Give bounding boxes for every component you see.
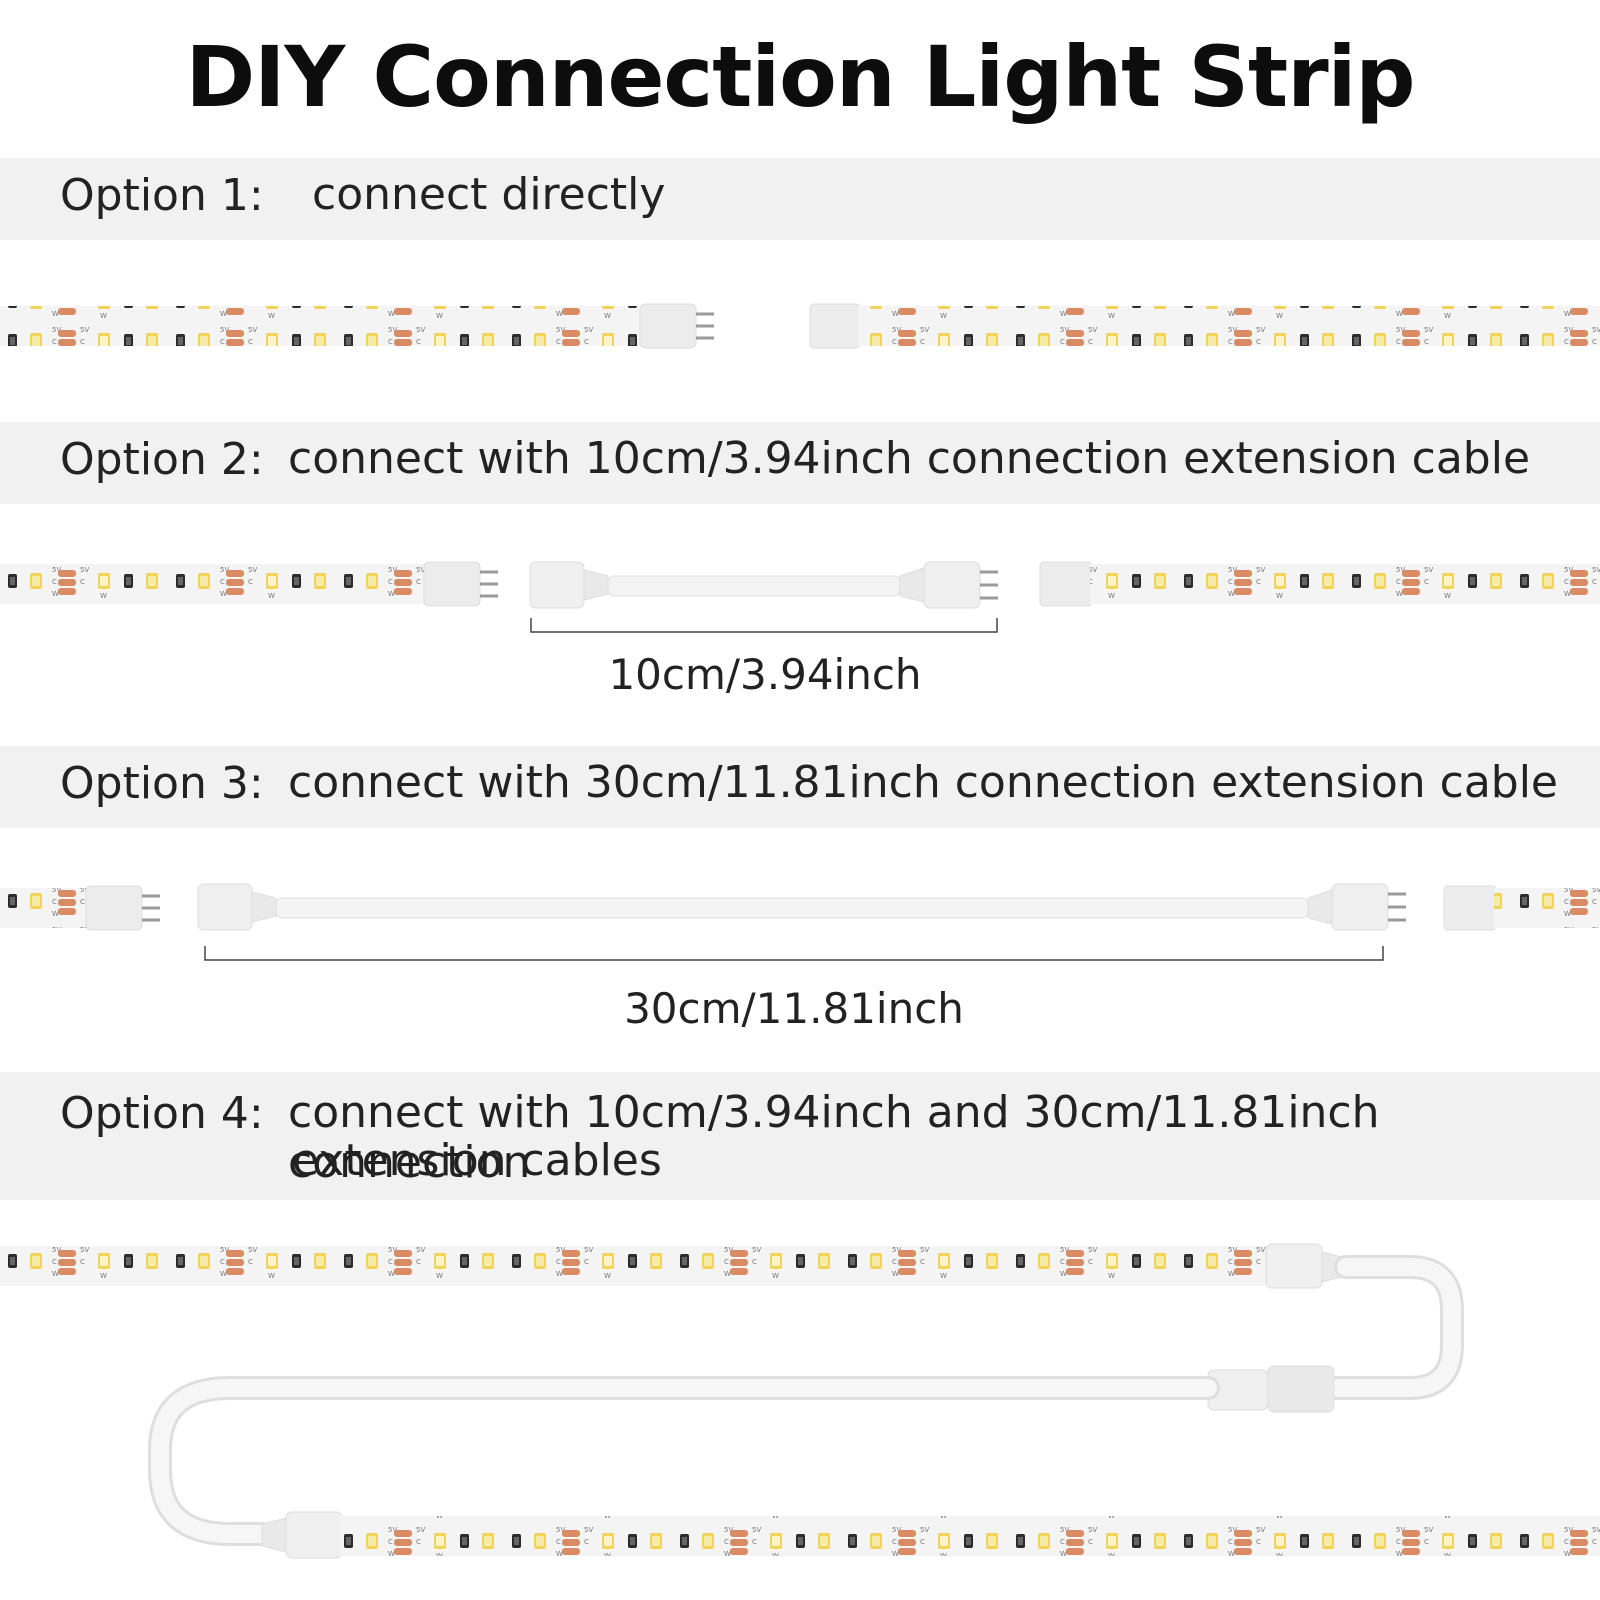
option-1-illustration — [0, 303, 1600, 349]
male-connector — [639, 303, 697, 349]
led-strip — [858, 306, 1600, 346]
option-2-illustration — [0, 561, 1600, 633]
male-connector — [85, 885, 143, 931]
led-strip — [340, 1516, 1600, 1556]
option-2-band: Option 2: connect with 10cm/3.94inch con… — [0, 422, 1600, 504]
option-3-illustration — [0, 883, 1600, 961]
cable-30cm-length-label: 30cm/11.81inch — [624, 984, 964, 1033]
female-connector — [1443, 885, 1497, 931]
led-strip — [0, 1246, 1270, 1286]
option-2-text: connect with 10cm/3.94inch connection ex… — [288, 433, 1531, 484]
female-connector — [809, 303, 861, 349]
female-connector — [1265, 1243, 1323, 1289]
option-2-label: Option 2: — [60, 434, 264, 485]
connector-pins — [142, 894, 160, 922]
inline-connector — [1267, 1365, 1335, 1413]
option-4-illustration — [0, 1243, 1600, 1559]
male-connector — [285, 1511, 343, 1559]
extension-cable-30cm — [197, 883, 1406, 931]
led-strip — [1494, 888, 1600, 928]
led-strip — [0, 564, 430, 604]
connector-pins — [480, 570, 498, 598]
option-4-band: Option 4: connect with 10cm/3.94inch and… — [0, 1072, 1600, 1200]
option-4-text-line2: extension cables — [292, 1135, 662, 1186]
connector-pins — [696, 312, 714, 340]
cable-10cm-length-label: 10cm/3.94inch — [608, 650, 922, 699]
option-3-label: Option 3: — [60, 758, 264, 809]
page-title: DIY Connection Light Strip — [185, 28, 1415, 126]
dimension-bracket — [530, 618, 998, 633]
option-4-text-line1: connect with 10cm/3.94inch and 30cm/11.8… — [288, 1087, 1380, 1188]
extension-cable-10cm — [529, 561, 998, 609]
male-connector — [423, 561, 481, 607]
led-strip — [1090, 564, 1600, 604]
led-strip — [0, 306, 650, 346]
dimension-bracket — [204, 946, 1384, 961]
option-3-band: Option 3: connect with 30cm/11.81inch co… — [0, 746, 1600, 828]
option-3-text: connect with 30cm/11.81inch connection e… — [288, 757, 1559, 808]
option-1-label: Option 1: — [60, 170, 264, 221]
option-1-text: connect directly — [312, 169, 666, 220]
option-4-label: Option 4: — [60, 1088, 264, 1139]
led-strip — [0, 888, 92, 928]
cable-boot — [261, 1517, 287, 1553]
female-connector — [1039, 561, 1093, 607]
option-1-band: Option 1: connect directly — [0, 158, 1600, 240]
